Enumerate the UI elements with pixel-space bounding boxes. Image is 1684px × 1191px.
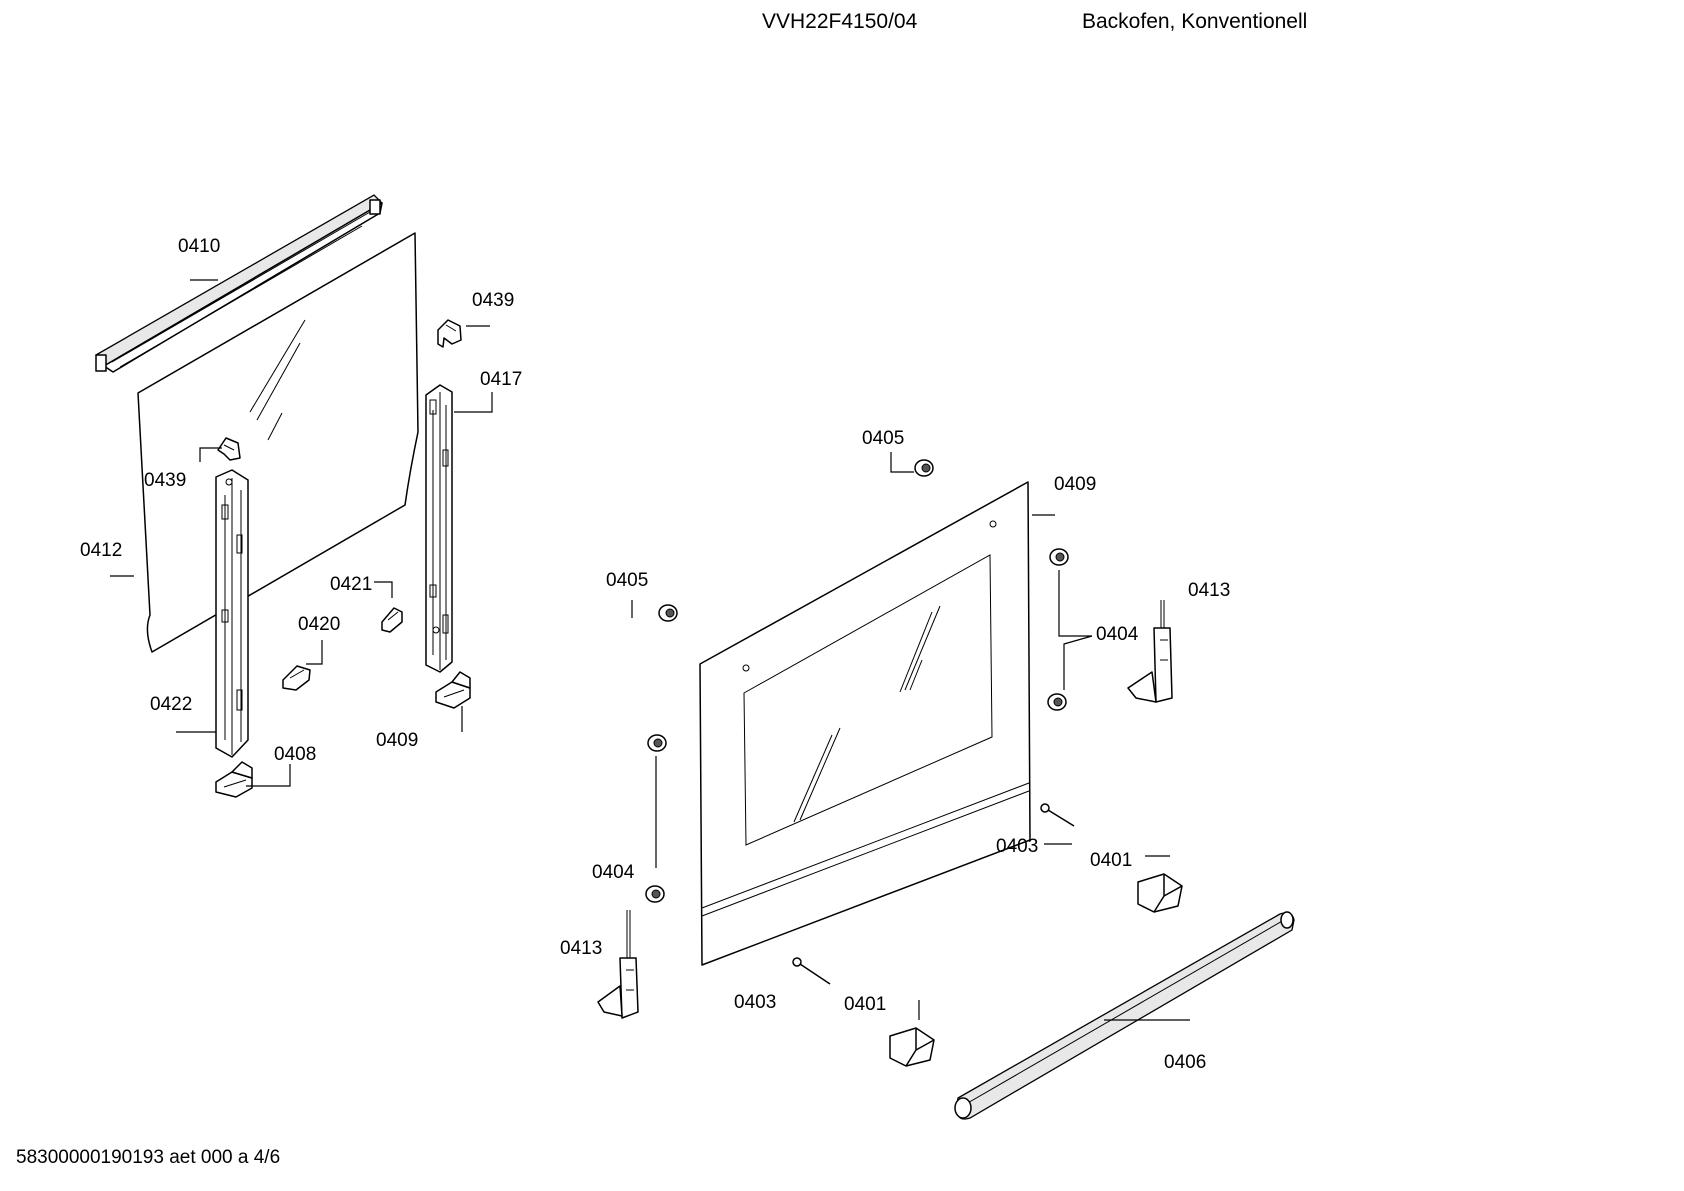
part-0403-screw-left[interactable] [792, 957, 831, 985]
label-0417: 0417 [480, 369, 522, 390]
part-0404-bush-left-top[interactable] [647, 734, 667, 752]
label-0404-right: 0404 [1096, 624, 1139, 645]
label-0405-left: 0405 [606, 570, 648, 591]
part-0404-bush-left-bottom[interactable] [645, 885, 665, 903]
part-0405-knob-top[interactable] [914, 459, 934, 477]
part-0417-right-rail[interactable] [425, 384, 453, 673]
label-0412: 0412 [80, 540, 122, 561]
model-number: VVH22F4150/04 [762, 10, 918, 33]
label-0409-right: 0409 [1054, 474, 1096, 495]
part-0422-left-rail[interactable] [215, 469, 249, 758]
label-0420: 0420 [298, 614, 340, 635]
part-0405-knob-left[interactable] [658, 604, 678, 622]
label-0401-left: 0401 [844, 994, 886, 1015]
part-0403-screw-right[interactable] [1040, 803, 1075, 827]
label-0406: 0406 [1164, 1052, 1206, 1073]
label-0409-left: 0409 [376, 730, 418, 751]
part-0412-inner-glass[interactable] [137, 232, 419, 653]
part-0404-bush-right-bottom[interactable] [1047, 693, 1067, 711]
part-0413-hinge-left[interactable] [597, 910, 639, 1019]
part-0439-clip-left[interactable] [217, 437, 241, 461]
label-0413-right: 0413 [1188, 580, 1230, 601]
label-0422: 0422 [150, 694, 192, 715]
part-0406-handle[interactable] [954, 911, 1295, 1120]
label-0439-left: 0439 [144, 470, 186, 491]
label-0403-left: 0403 [734, 992, 776, 1013]
label-0404-left: 0404 [592, 862, 635, 883]
part-0401-cap-left[interactable] [889, 1027, 935, 1067]
part-0409-outer-door[interactable] [699, 481, 1031, 966]
label-0401-right: 0401 [1090, 850, 1132, 871]
label-0413-left: 0413 [560, 938, 602, 959]
part-0420-clip[interactable] [282, 665, 311, 691]
part-0421-clip[interactable] [381, 607, 403, 633]
part-0410-top-trim[interactable] [95, 194, 384, 373]
part-0439-clip-top[interactable] [437, 319, 462, 348]
document-code: 58300000190193 aet 000 a 4/6 [16, 1147, 281, 1168]
part-0413-hinge-right[interactable] [1127, 600, 1173, 703]
appliance-description: Backofen, Konventionell [1082, 10, 1308, 33]
label-0439-top: 0439 [472, 290, 514, 311]
label-0408: 0408 [274, 744, 316, 765]
part-0408-bracket[interactable] [215, 761, 253, 798]
part-0401-cap-right[interactable] [1137, 873, 1183, 913]
label-0421: 0421 [330, 574, 372, 595]
label-0405-top: 0405 [862, 428, 904, 449]
label-0403-right: 0403 [996, 836, 1038, 857]
label-0410: 0410 [178, 236, 220, 257]
part-0404-bush-right-top[interactable] [1049, 548, 1069, 566]
part-0409-bracket-left[interactable] [435, 671, 471, 709]
